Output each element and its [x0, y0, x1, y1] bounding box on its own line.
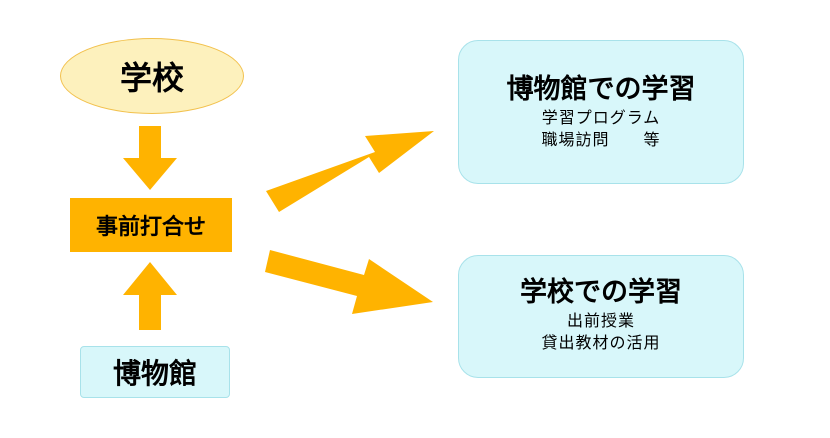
arrow-museum-to-meeting [123, 262, 177, 330]
school-label: 学校 [119, 59, 184, 97]
meeting-node: 事前打合せ [70, 198, 232, 252]
school-learning-line-1: 出前授業 [566, 311, 635, 330]
museum-node: 博物館 [80, 346, 230, 398]
arrow-to-school-learning [265, 250, 433, 314]
museum-learning-line-2: 職場訪問 等 [541, 130, 661, 149]
school-learning-title: 学校での学習 [520, 277, 682, 308]
school-node: 学校 [60, 38, 244, 114]
meeting-label: 事前打合せ [95, 215, 206, 240]
school-learning-box: 学校での学習 出前授業 貸出教材の活用 [458, 255, 744, 378]
museum-learning-title: 博物館での学習 [506, 74, 696, 105]
arrow-to-museum-learning [266, 131, 434, 212]
arrow-school-to-meeting [123, 126, 177, 190]
school-learning-line-2: 貸出教材の活用 [541, 333, 661, 352]
museum-learning-line-1: 学習プログラム [541, 108, 661, 127]
museum-learning-box: 博物館での学習 学習プログラム 職場訪問 等 [458, 40, 744, 184]
museum-label: 博物館 [112, 357, 197, 390]
